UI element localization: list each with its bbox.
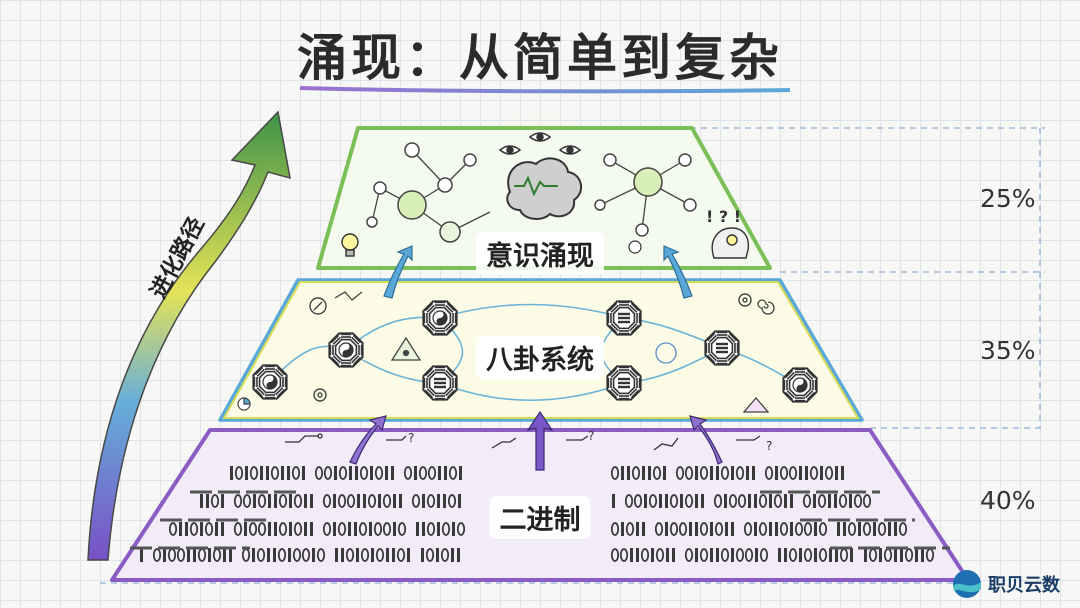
exclaim-icon: ! ? ! xyxy=(706,207,741,226)
brand-logo: 职贝云数 xyxy=(950,566,1078,602)
page-title: 涌现：从简单到复杂 xyxy=(297,29,783,87)
evolution-arrow xyxy=(87,110,291,561)
binary-pattern xyxy=(130,466,950,562)
guide-lines xyxy=(100,127,1045,584)
bagua-icon xyxy=(782,367,818,403)
svg-text:?: ? xyxy=(408,431,414,445)
tier-label-consciousness: 意识涌现 xyxy=(476,232,604,275)
bagua-icon xyxy=(606,365,642,401)
network-nodes xyxy=(366,142,697,243)
svg-text:?: ? xyxy=(766,439,772,453)
percent-consciousness: 25% xyxy=(980,184,1036,213)
bagua-icon xyxy=(422,365,458,401)
head-icon xyxy=(711,227,750,259)
percent-binary: 40% xyxy=(980,486,1036,515)
tier-label-binary: 二进制 xyxy=(489,496,591,539)
bagua-icon xyxy=(252,364,288,400)
question-node-icon xyxy=(628,240,642,254)
flow-arrows-middle xyxy=(383,245,693,299)
triangle-eye-icon xyxy=(390,336,770,413)
brain-icon xyxy=(506,157,583,220)
svg-text:?: ? xyxy=(588,429,594,443)
pie-icon xyxy=(237,397,251,411)
spiral-icon xyxy=(655,299,775,364)
title-underline xyxy=(299,86,791,94)
percent-bagua: 35% xyxy=(980,336,1036,365)
compass-icon xyxy=(309,297,327,315)
tier-bagua-inner xyxy=(222,281,860,419)
trend-icon xyxy=(334,291,363,301)
logo-text: 职贝云数 xyxy=(988,575,1060,596)
flow-arrows xyxy=(349,410,723,471)
bagua-symbols xyxy=(252,300,818,403)
circuit-icon: ? ? ? xyxy=(285,429,772,453)
bagua-icon xyxy=(328,332,364,368)
tier-label-bagua: 八卦系统 xyxy=(476,336,604,379)
bulb-icon xyxy=(341,233,359,257)
bagua-icon xyxy=(422,300,458,336)
gear-icon xyxy=(313,293,752,402)
bagua-icon xyxy=(606,300,642,336)
network-icon xyxy=(397,190,427,220)
brain-node-icon xyxy=(633,167,663,197)
logo-wave-icon xyxy=(953,570,981,598)
eye-icon xyxy=(498,132,582,155)
bagua-icon xyxy=(704,330,740,366)
